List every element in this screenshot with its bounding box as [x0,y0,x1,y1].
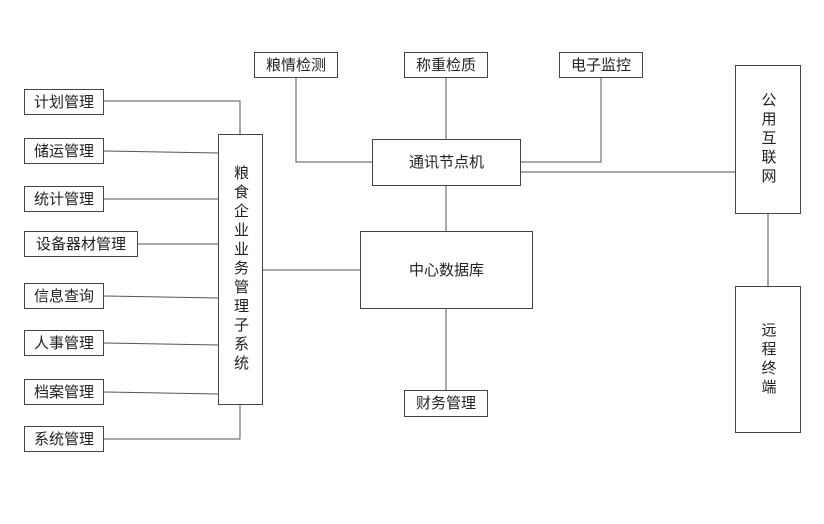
central-database-label: 中心数据库 [408,260,484,279]
module-system-mgmt-label: 系统管理 [33,429,94,448]
module-info-query: 信息查询 [24,283,104,309]
module-personnel: 人事管理 [24,330,104,356]
remote-terminal-label: 远程终端 [759,321,778,398]
connector-system-mgmt [104,405,241,440]
module-storage-label: 储运管理 [33,141,94,160]
connector-info-query [103,295,219,299]
connector-video [521,78,602,163]
module-finance: 财务管理 [404,390,488,417]
module-info-query-label: 信息查询 [33,286,94,305]
central-database: 中心数据库 [360,231,533,309]
connector-storage [103,150,219,154]
remote-terminal: 远程终端 [735,286,801,433]
module-grain-monitor-label: 粮情检测 [265,55,326,74]
business-subsystem: 粮食企业业务管理子系统 [218,134,263,405]
connector-archive [103,391,219,395]
comm-node: 通讯节点机 [372,139,521,186]
module-video-label: 电子监控 [570,55,631,74]
module-equipment-label: 设备器材管理 [35,234,126,253]
module-statistics-label: 统计管理 [33,189,94,208]
module-statistics: 统计管理 [24,186,104,212]
module-archive-label: 档案管理 [33,382,94,401]
module-weighing-label: 称重检质 [415,55,476,74]
connector-grain-monitor [295,78,372,163]
module-storage: 储运管理 [24,138,104,164]
module-system-mgmt: 系统管理 [24,426,104,452]
module-video: 电子监控 [559,52,643,78]
business-subsystem-label: 粮食企业业务管理子系统 [232,165,250,374]
module-personnel-label: 人事管理 [33,333,94,352]
module-grain-monitor: 粮情检测 [254,52,338,78]
module-plan-label: 计划管理 [33,92,94,111]
public-internet: 公用互联网 [735,65,801,214]
module-archive: 档案管理 [24,379,104,405]
comm-node-label: 通讯节点机 [408,153,484,171]
connector-plan [104,100,241,134]
module-finance-label: 财务管理 [415,394,476,412]
module-plan: 计划管理 [24,89,104,115]
connector-personnel [103,342,219,346]
module-equipment: 设备器材管理 [24,231,138,257]
module-weighing: 称重检质 [404,52,488,78]
public-internet-label: 公用互联网 [759,92,778,187]
